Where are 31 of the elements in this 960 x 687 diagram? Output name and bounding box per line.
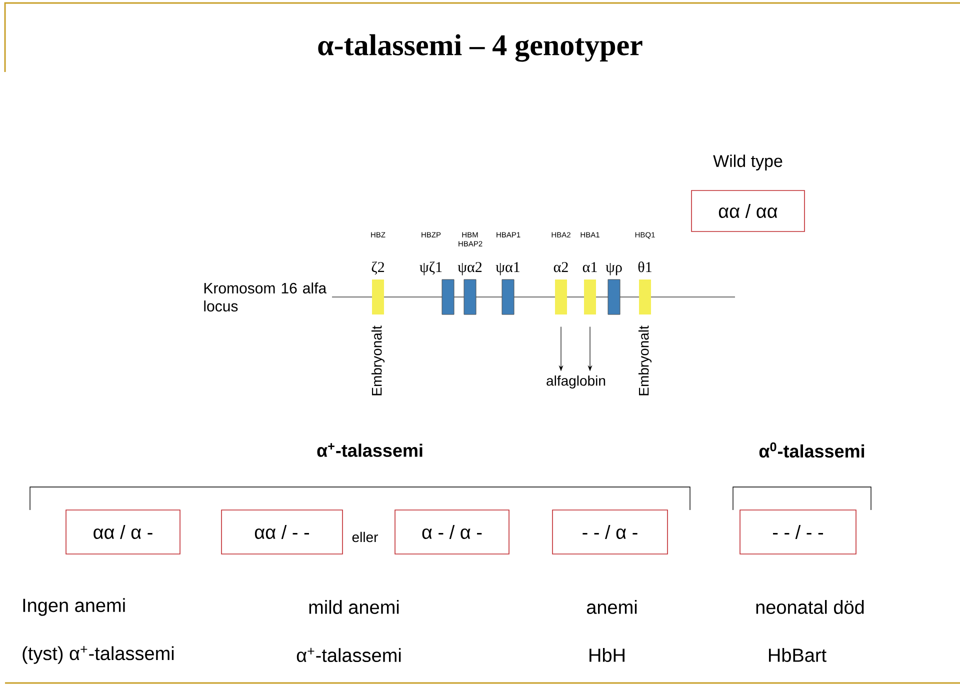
genotype-box: αα / α - <box>66 510 180 554</box>
locus-label: Kromosom 16 alfa locus <box>204 282 327 312</box>
phenotype-label: Ingen anemi <box>23 598 125 616</box>
phenotype-label: HbBart <box>769 648 826 662</box>
side-label: Embryonalt <box>371 326 385 396</box>
title: α-talassemi – 4 genotyper <box>318 34 642 62</box>
group-heading: α$^{+}$-talassemi <box>317 443 422 457</box>
box-heading: Wild type <box>713 154 782 170</box>
gene-symbol: α1 <box>582 262 597 272</box>
genotype-box: αα / αα <box>691 190 805 232</box>
genotype-box: αα / - - <box>221 510 343 554</box>
phenotype-label: anemi <box>586 600 637 614</box>
gene-symbol: ψα2 <box>458 262 482 276</box>
phenotype-label: (tyst) α$^{+}$-talassemi <box>22 646 174 664</box>
gene-symbol: ζ2 <box>372 261 384 275</box>
genotype-box: - - / α - <box>552 510 668 554</box>
phenotype-label: neonatal död <box>756 600 864 614</box>
gene-product-label: alfaglobin <box>546 375 606 389</box>
phenotype-label: mild anemi <box>309 600 399 614</box>
gene-symbol: α2 <box>554 262 568 272</box>
gene-symbol: ψζ1 <box>420 261 442 276</box>
phenotype-label: α$^{+}$-talassemi <box>296 648 401 662</box>
group-heading: α$^{0}$-talassemi <box>759 442 864 458</box>
genotype-box: - - / - - <box>740 510 856 554</box>
gene-symbol: ψα1 <box>496 262 520 276</box>
side-label: Embryonalt <box>638 326 652 396</box>
genotype-box: α - / α - <box>394 510 510 554</box>
connector-word: eller <box>352 532 378 542</box>
gene-symbol: ψρ <box>606 262 622 276</box>
gene-symbol: θ1 <box>638 262 652 272</box>
phenotype-label: HbH <box>590 648 624 662</box>
